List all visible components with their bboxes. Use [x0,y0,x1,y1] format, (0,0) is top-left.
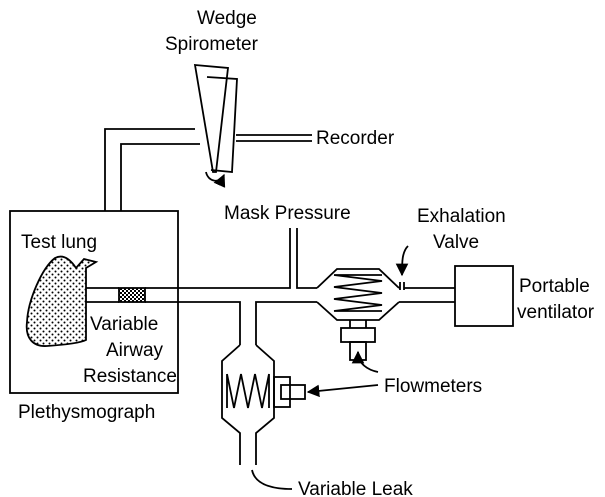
leak-flowmeter [273,376,291,408]
label-test-lung: Test lung [21,232,97,253]
label-variable: Variable [90,314,158,335]
wedge-spirometer-plate-2 [206,76,238,173]
label-airway: Airway [106,340,164,361]
label-plethysmograph: Plethysmograph [18,402,155,423]
airway-tube-bottom [86,301,241,345]
leak-branch-right [255,301,317,345]
label-mask-pressure: Mask Pressure [224,203,351,224]
label-spirometer: Spirometer [165,34,259,55]
variable-leak-pointer [251,469,293,490]
label-wedge: Wedge [197,8,257,29]
airway-tube-top [86,228,291,289]
valve-flowmeter-stem [349,320,367,328]
label-flowmeters: Flowmeters [384,376,482,397]
label-portable: Portable [519,276,590,297]
variable-airway-resistance [118,287,146,303]
label-exhalation: Exhalation [417,206,506,227]
leak-chamber-body [221,344,275,465]
spirometer-hinge [205,171,226,188]
label-valve: Valve [433,232,479,253]
label-recorder: Recorder [316,128,395,149]
portable-ventilator-box [454,265,514,327]
pleth-spirometer-line-outer [104,128,195,211]
exhalation-port [399,282,405,290]
pleth-spirometer-line-inner [120,143,200,211]
flowmeters-arrow-lower [306,384,379,398]
leak-spring [226,373,270,409]
airway-tube-top-right [296,228,317,289]
exhalation-valve-body [316,268,400,321]
leak-flowmeter-tube [280,384,306,400]
wedge-spirometer-plate [193,63,229,173]
flowmeters-arrow-upper [351,350,379,373]
exhalation-valve-pointer [395,245,409,277]
label-variable-leak: Variable Leak [298,479,413,497]
test-lung-shape [25,255,99,347]
valve-spring [333,274,383,312]
label-resistance: Resistance [83,366,177,387]
label-ventilator: ventilator [517,302,595,323]
recorder-link [236,134,312,142]
valve-flowmeter [340,327,376,343]
